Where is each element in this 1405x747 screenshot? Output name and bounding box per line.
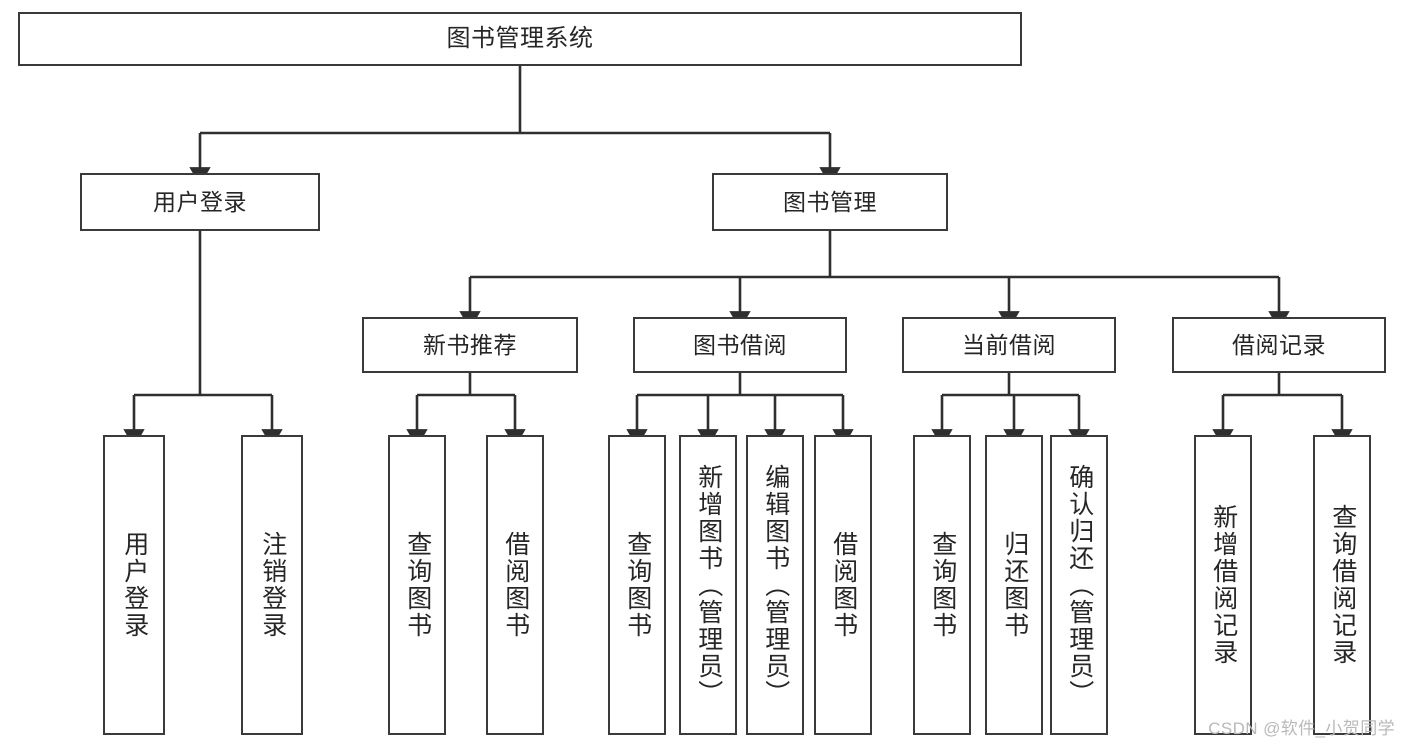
node-current-borrow-label: 当前借阅	[962, 331, 1056, 358]
node-user-login-label: 用户登录	[153, 188, 247, 215]
node-new-book-recommend-label: 新书推荐	[423, 331, 517, 358]
node-root-system-label: 图书管理系统	[446, 25, 594, 53]
node-book-manage-label: 图书管理	[783, 188, 877, 215]
node-leaf-add-record[interactable]: 新增借阅记录	[1194, 435, 1252, 735]
node-leaf-query-record[interactable]: 查询借阅记录	[1313, 435, 1371, 735]
node-leaf-add-book-label: 新增图书（管理员）	[694, 463, 723, 707]
node-leaf-query-book-1[interactable]: 查询图书	[388, 435, 446, 735]
node-leaf-add-record-label: 新增借阅记录	[1209, 504, 1238, 666]
node-current-borrow[interactable]: 当前借阅	[902, 317, 1116, 373]
node-leaf-borrow-book-2[interactable]: 借阅图书	[814, 435, 872, 735]
node-leaf-edit-book[interactable]: 编辑图书（管理员）	[746, 435, 804, 735]
node-book-manage[interactable]: 图书管理	[712, 173, 948, 231]
node-leaf-confirm-return[interactable]: 确认归还（管理员）	[1050, 435, 1108, 735]
node-leaf-edit-book-label: 编辑图书（管理员）	[761, 463, 790, 707]
node-leaf-logout-login-label: 注销登录	[258, 531, 287, 639]
node-root-system[interactable]: 图书管理系统	[18, 12, 1022, 66]
node-user-login[interactable]: 用户登录	[80, 173, 320, 231]
node-leaf-logout-login[interactable]: 注销登录	[241, 435, 303, 735]
node-leaf-query-book-2-label: 查询图书	[623, 531, 652, 639]
node-leaf-return-book-label: 归还图书	[1000, 531, 1029, 639]
node-leaf-confirm-return-label: 确认归还（管理员）	[1065, 463, 1094, 707]
node-leaf-borrow-book-2-label: 借阅图书	[829, 531, 858, 639]
watermark-label: CSDN @软件_小贺同学	[1208, 719, 1395, 738]
node-leaf-query-book-1-label: 查询图书	[403, 531, 432, 639]
node-leaf-return-book[interactable]: 归还图书	[985, 435, 1043, 735]
node-leaf-borrow-book-1[interactable]: 借阅图书	[486, 435, 544, 735]
node-new-book-recommend[interactable]: 新书推荐	[362, 317, 578, 373]
node-borrow-record-label: 借阅记录	[1232, 331, 1326, 358]
node-leaf-query-record-label: 查询借阅记录	[1328, 504, 1357, 666]
node-leaf-borrow-book-1-label: 借阅图书	[501, 531, 530, 639]
node-leaf-query-book-3[interactable]: 查询图书	[913, 435, 971, 735]
node-leaf-user-login-label: 用户登录	[120, 531, 149, 639]
node-borrow-record[interactable]: 借阅记录	[1172, 317, 1386, 373]
node-book-borrow-label: 图书借阅	[693, 331, 787, 358]
node-leaf-user-login[interactable]: 用户登录	[103, 435, 165, 735]
node-book-borrow[interactable]: 图书借阅	[633, 317, 847, 373]
node-leaf-add-book[interactable]: 新增图书（管理员）	[679, 435, 737, 735]
node-leaf-query-book-2[interactable]: 查询图书	[608, 435, 666, 735]
node-leaf-query-book-3-label: 查询图书	[928, 531, 957, 639]
